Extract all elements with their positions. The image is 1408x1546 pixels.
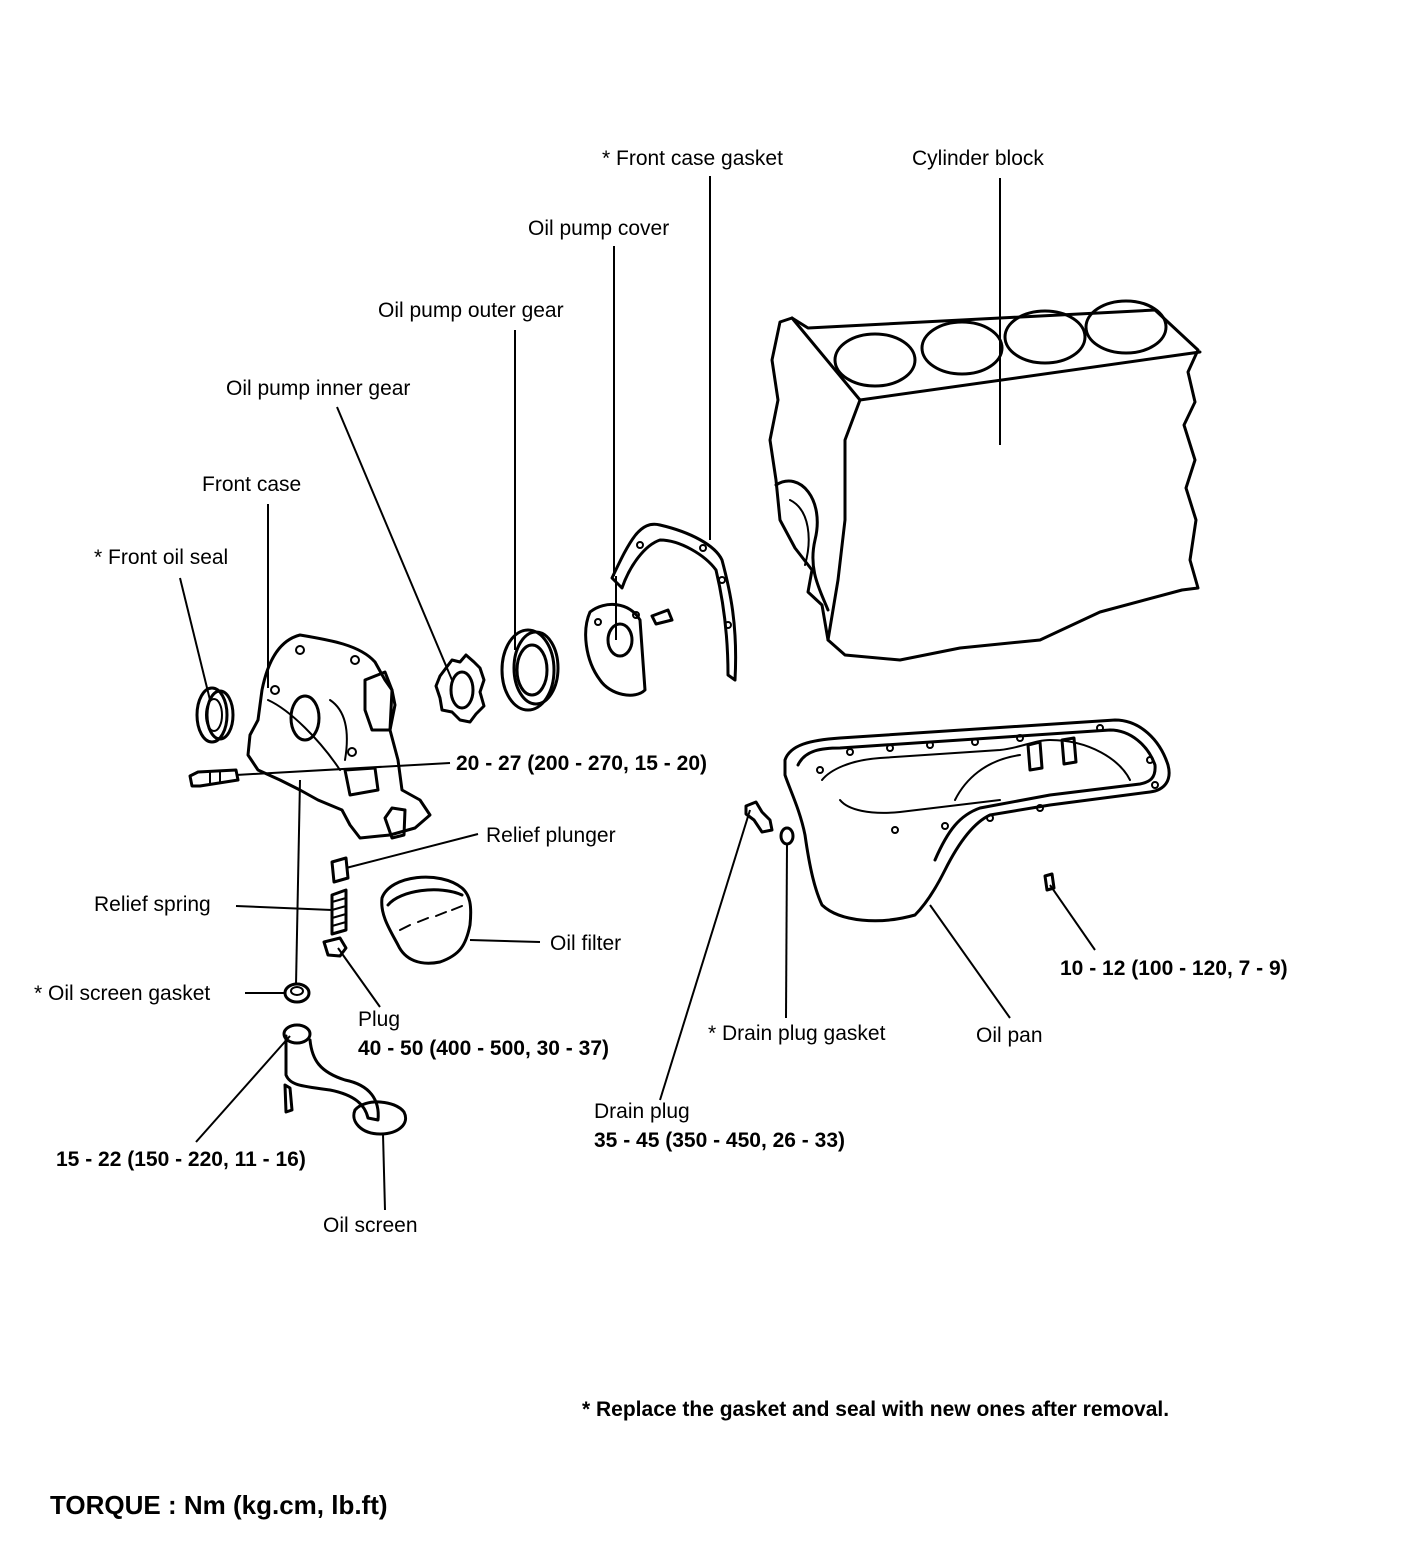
cylinder-block-drawing bbox=[768, 299, 1202, 662]
label-relief-spring: Relief spring bbox=[94, 893, 211, 916]
oil-filter-drawing bbox=[380, 875, 473, 965]
oil-screen-gasket-drawing bbox=[283, 982, 311, 1004]
label-drain-plug: Drain plug bbox=[594, 1100, 690, 1123]
label-torque-drain-plug: 35 - 45 (350 - 450, 26 - 33) bbox=[594, 1129, 845, 1152]
front-case-bolt-drawing bbox=[188, 768, 240, 788]
relief-parts-drawing bbox=[322, 856, 350, 958]
label-torque-front-case: 20 - 27 (200 - 270, 15 - 20) bbox=[456, 752, 707, 775]
front-oil-seal-drawing bbox=[195, 686, 235, 744]
label-oil-pump-inner-gear: Oil pump inner gear bbox=[226, 377, 411, 400]
oil-pump-inner-gear-drawing bbox=[434, 653, 486, 724]
oil-pump-outer-gear-drawing bbox=[500, 628, 560, 712]
label-torque-oil-pan: 10 - 12 (100 - 120, 7 - 9) bbox=[1060, 957, 1288, 980]
label-front-case-gasket: * Front case gasket bbox=[602, 147, 783, 170]
drain-plug-drawing bbox=[744, 800, 795, 846]
leader-lines bbox=[179, 176, 1096, 1211]
front-case-drawing bbox=[246, 633, 432, 840]
label-cylinder-block: Cylinder block bbox=[912, 147, 1044, 170]
label-drain-plug-gasket: * Drain plug gasket bbox=[708, 1022, 886, 1045]
label-oil-pan: Oil pan bbox=[976, 1024, 1043, 1047]
label-oil-pump-outer-gear: Oil pump outer gear bbox=[378, 299, 564, 322]
label-relief-plunger: Relief plunger bbox=[486, 824, 616, 847]
label-torque-oil-screen: 15 - 22 (150 - 220, 11 - 16) bbox=[56, 1148, 306, 1171]
replacement-note: * Replace the gasket and seal with new o… bbox=[582, 1398, 1170, 1421]
label-oil-screen-gasket: * Oil screen gasket bbox=[34, 982, 211, 1005]
label-torque-plug: 40 - 50 (400 - 500, 30 - 37) bbox=[358, 1037, 609, 1060]
label-oil-screen: Oil screen bbox=[323, 1214, 418, 1237]
label-front-case: Front case bbox=[202, 473, 302, 496]
oil-pan-drawing bbox=[783, 718, 1171, 923]
oil-screen-drawing bbox=[282, 1023, 407, 1136]
oil-pump-cover-drawing bbox=[584, 602, 674, 697]
label-oil-filter: Oil filter bbox=[550, 932, 622, 955]
label-oil-pump-cover: Oil pump cover bbox=[528, 217, 670, 240]
front-case-gasket-drawing bbox=[610, 522, 738, 682]
label-front-oil-seal: * Front oil seal bbox=[94, 546, 229, 569]
label-plug: Plug bbox=[358, 1008, 401, 1031]
torque-units-legend: TORQUE : Nm (kg.cm, lb.ft) bbox=[50, 1490, 388, 1520]
